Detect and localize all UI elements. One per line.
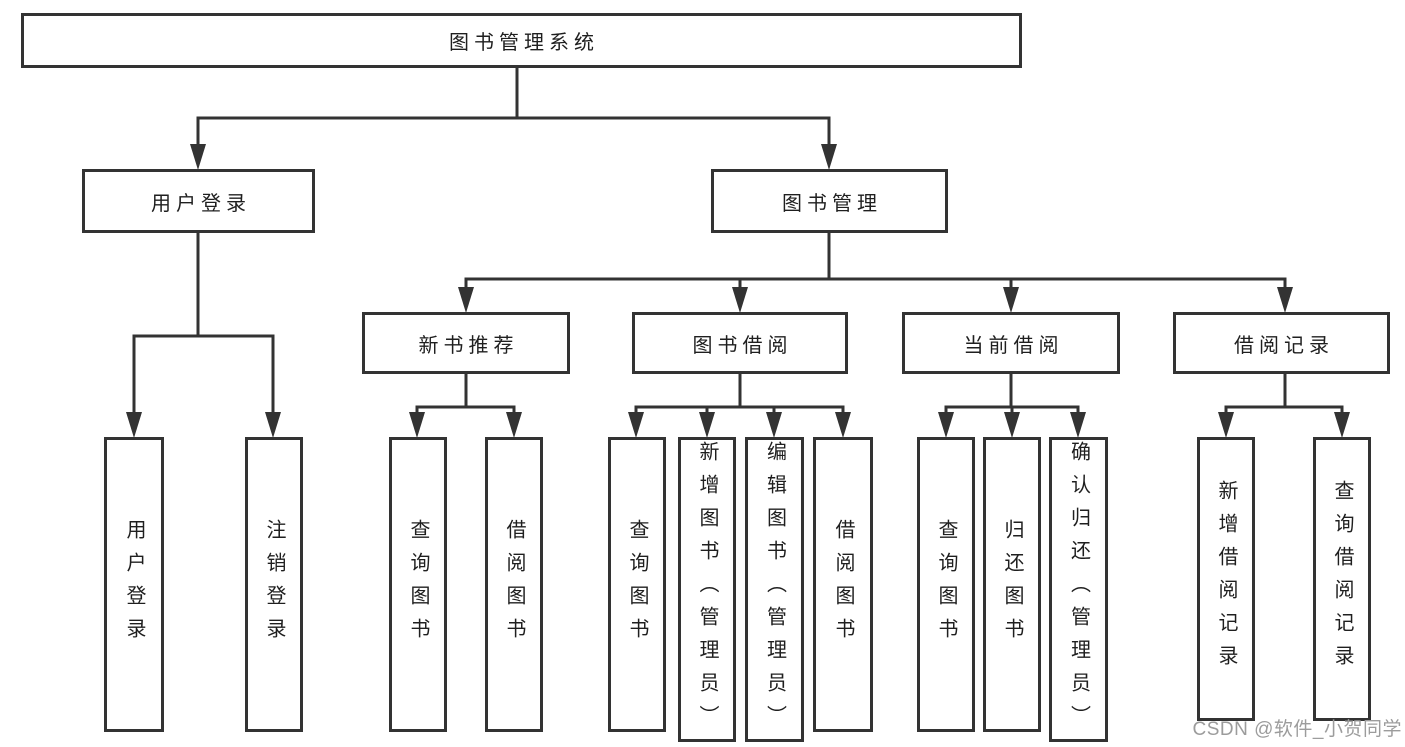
leaf-borrow-books-borrow-label: 借阅图书 xyxy=(832,518,854,651)
node-new-book-recommend-label: 新书推荐 xyxy=(418,334,519,357)
leaf-edit-book-admin: 编辑图书（管理员） xyxy=(745,437,804,742)
leaf-return-books-label: 归还图书 xyxy=(1001,518,1023,651)
leaf-return-books: 归还图书 xyxy=(983,437,1041,732)
node-book-borrowing-label: 图书借阅 xyxy=(692,334,793,357)
root-node-library-system: 图书管理系统 xyxy=(21,13,1022,68)
leaf-borrow-books-recommend-label: 借阅图书 xyxy=(503,518,525,651)
leaf-query-books-recommend-label: 查询图书 xyxy=(407,518,429,651)
node-book-borrowing: 图书借阅 xyxy=(632,312,848,374)
leaf-query-borrow-record: 查询借阅记录 xyxy=(1313,437,1371,721)
node-book-management-label: 图书管理 xyxy=(782,192,882,215)
leaf-query-books-current-label: 查询图书 xyxy=(935,518,957,651)
node-current-borrowing-label: 当前借阅 xyxy=(963,334,1064,357)
leaf-logout-label: 注销登录 xyxy=(263,518,285,651)
leaf-confirm-return-admin: 确认归还（管理员） xyxy=(1049,437,1108,742)
node-new-book-recommend: 新书推荐 xyxy=(362,312,570,374)
node-borrowing-records: 借阅记录 xyxy=(1173,312,1390,374)
leaf-query-books-borrow: 查询图书 xyxy=(608,437,666,732)
leaf-add-borrow-record: 新增借阅记录 xyxy=(1197,437,1255,721)
node-user-login-label: 用户登录 xyxy=(151,192,251,215)
node-user-login: 用户登录 xyxy=(82,169,315,233)
leaf-logout: 注销登录 xyxy=(245,437,303,732)
root-node-label: 图书管理系统 xyxy=(449,32,599,54)
leaf-add-book-admin-label: 新增图书（管理员） xyxy=(696,441,718,738)
leaf-query-books-current: 查询图书 xyxy=(917,437,975,732)
node-borrowing-records-label: 借阅记录 xyxy=(1234,334,1334,357)
leaf-confirm-return-admin-label: 确认归还（管理员） xyxy=(1067,441,1090,738)
leaf-add-book-admin: 新增图书（管理员） xyxy=(678,437,736,742)
leaf-query-books-borrow-label: 查询图书 xyxy=(626,518,648,651)
arrowhead-icons xyxy=(126,144,1350,438)
leaf-borrow-books-recommend: 借阅图书 xyxy=(485,437,543,732)
leaf-query-borrow-record-label: 查询借阅记录 xyxy=(1331,480,1353,678)
watermark: CSDN @软件_小贺同学 xyxy=(1192,719,1402,740)
leaf-user-login: 用户登录 xyxy=(104,437,164,732)
leaf-user-login-label: 用户登录 xyxy=(123,518,145,651)
leaf-edit-book-admin-label: 编辑图书（管理员） xyxy=(763,441,786,738)
leaf-query-books-recommend: 查询图书 xyxy=(389,437,447,732)
node-current-borrowing: 当前借阅 xyxy=(902,312,1120,374)
leaf-add-borrow-record-label: 新增借阅记录 xyxy=(1215,480,1237,678)
leaf-borrow-books-borrow: 借阅图书 xyxy=(813,437,873,732)
node-book-management: 图书管理 xyxy=(711,169,948,233)
